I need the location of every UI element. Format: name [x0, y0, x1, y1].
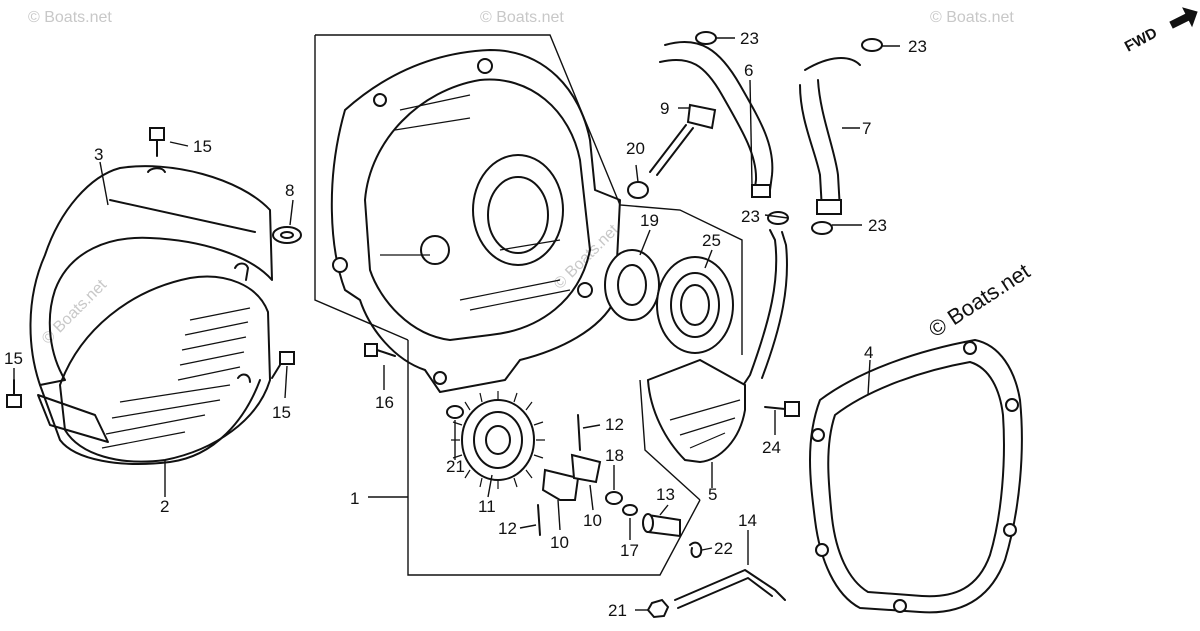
callout-6: 6: [744, 61, 753, 80]
callout-25: 25: [702, 231, 721, 250]
callout-22: 22: [714, 539, 733, 558]
callout-7: 7: [862, 119, 871, 138]
callout-19: 19: [640, 211, 659, 230]
shaft-part-13: [642, 513, 681, 538]
callout-23-b: 23: [908, 37, 927, 56]
watermark-faint-1: © Boats.net: [28, 9, 112, 26]
callout-5: 5: [708, 485, 717, 504]
nut-part-21-lower: [646, 598, 670, 619]
cooling-shroud-part-3: [29, 165, 273, 465]
oil-strainer-part-5: [646, 358, 746, 464]
callout-15-mid: 15: [272, 403, 291, 422]
washer-part-17: [622, 504, 638, 516]
governor-lever-part-14: [674, 569, 786, 609]
callout-21-upper: 21: [446, 457, 465, 476]
callout-12-lower: 12: [498, 519, 517, 538]
callout-13: 13: [656, 485, 675, 504]
bolt-part-24: [764, 401, 800, 417]
gasket-part-4: [809, 339, 1023, 614]
hose-clip-part-23-d: [811, 221, 833, 235]
clip-part-22: [689, 541, 703, 558]
callout-12-upper: 12: [605, 415, 624, 434]
louvered-cover-part-2: [59, 262, 271, 463]
callout-16: 16: [375, 393, 394, 412]
callout-9: 9: [660, 99, 669, 118]
callout-labels: 23 23 23 23 6 7 9 20 19 25 4 5 24 15 3 8…: [4, 29, 927, 620]
breather-tube-part-6: [659, 40, 774, 198]
callout-24: 24: [762, 438, 781, 457]
fwd-label: FWD: [1122, 24, 1160, 55]
governor-arm-part-10-right: [570, 453, 602, 484]
watermark-main: © Boats.net: [924, 258, 1034, 342]
callout-21-lower: 21: [608, 601, 627, 620]
callout-17: 17: [620, 541, 639, 560]
bolt-part-15-left: [6, 379, 22, 408]
oil-seal-part-19: [604, 249, 660, 321]
leader-lines: [13, 37, 900, 611]
callout-15-top: 15: [193, 137, 212, 156]
callout-4: 4: [864, 343, 873, 362]
callout-2: 2: [160, 497, 169, 516]
pin-part-12-upper: [577, 414, 581, 451]
watermark-faint-2: © Boats.net: [480, 9, 564, 26]
callout-15-left: 15: [4, 349, 23, 368]
governor-arm-part-10-left: [541, 468, 580, 501]
callout-18: 18: [605, 446, 624, 465]
bolt-part-15-mid: [271, 351, 295, 379]
governor-gear-part-11: [451, 391, 545, 489]
callout-1: 1: [350, 489, 359, 508]
dipstick-part-9: [649, 103, 717, 176]
callout-3: 3: [94, 145, 103, 164]
hose-clip-part-23-b: [861, 38, 883, 52]
bolt-part-16: [364, 343, 396, 357]
callout-23-d: 23: [868, 216, 887, 235]
watermark-faint-3: © Boats.net: [930, 9, 1014, 26]
callout-11: 11: [478, 497, 496, 516]
breather-tube-lower: [739, 229, 788, 391]
callout-14: 14: [738, 511, 757, 530]
clamp-part-8: [272, 226, 302, 244]
callout-10-left: 10: [550, 533, 569, 552]
hose-clip-part-23-a: [695, 31, 717, 45]
pin-part-12-lower: [537, 504, 541, 536]
breather-tube-part-7: [799, 57, 861, 215]
callout-23-a: 23: [740, 29, 759, 48]
fwd-arrow-head: [1169, 7, 1198, 29]
assembly-group-outline: [314, 34, 743, 576]
fwd-arrow-icon: FWD: [1122, 7, 1198, 56]
callout-8: 8: [285, 181, 294, 200]
crankcase-cover-part-1: [330, 49, 621, 393]
callout-20: 20: [626, 139, 645, 158]
bolt-part-15-top: [149, 127, 165, 157]
bearing-part-25: [656, 256, 734, 354]
washer-part-21-upper: [446, 405, 464, 419]
washer-part-18: [605, 491, 623, 505]
callout-10-right: 10: [583, 511, 602, 530]
callout-23-c: 23: [741, 207, 760, 226]
faint-watermarks: © Boats.net © Boats.net © Boats.net © Bo…: [28, 9, 1014, 348]
washer-part-20: [627, 181, 649, 199]
